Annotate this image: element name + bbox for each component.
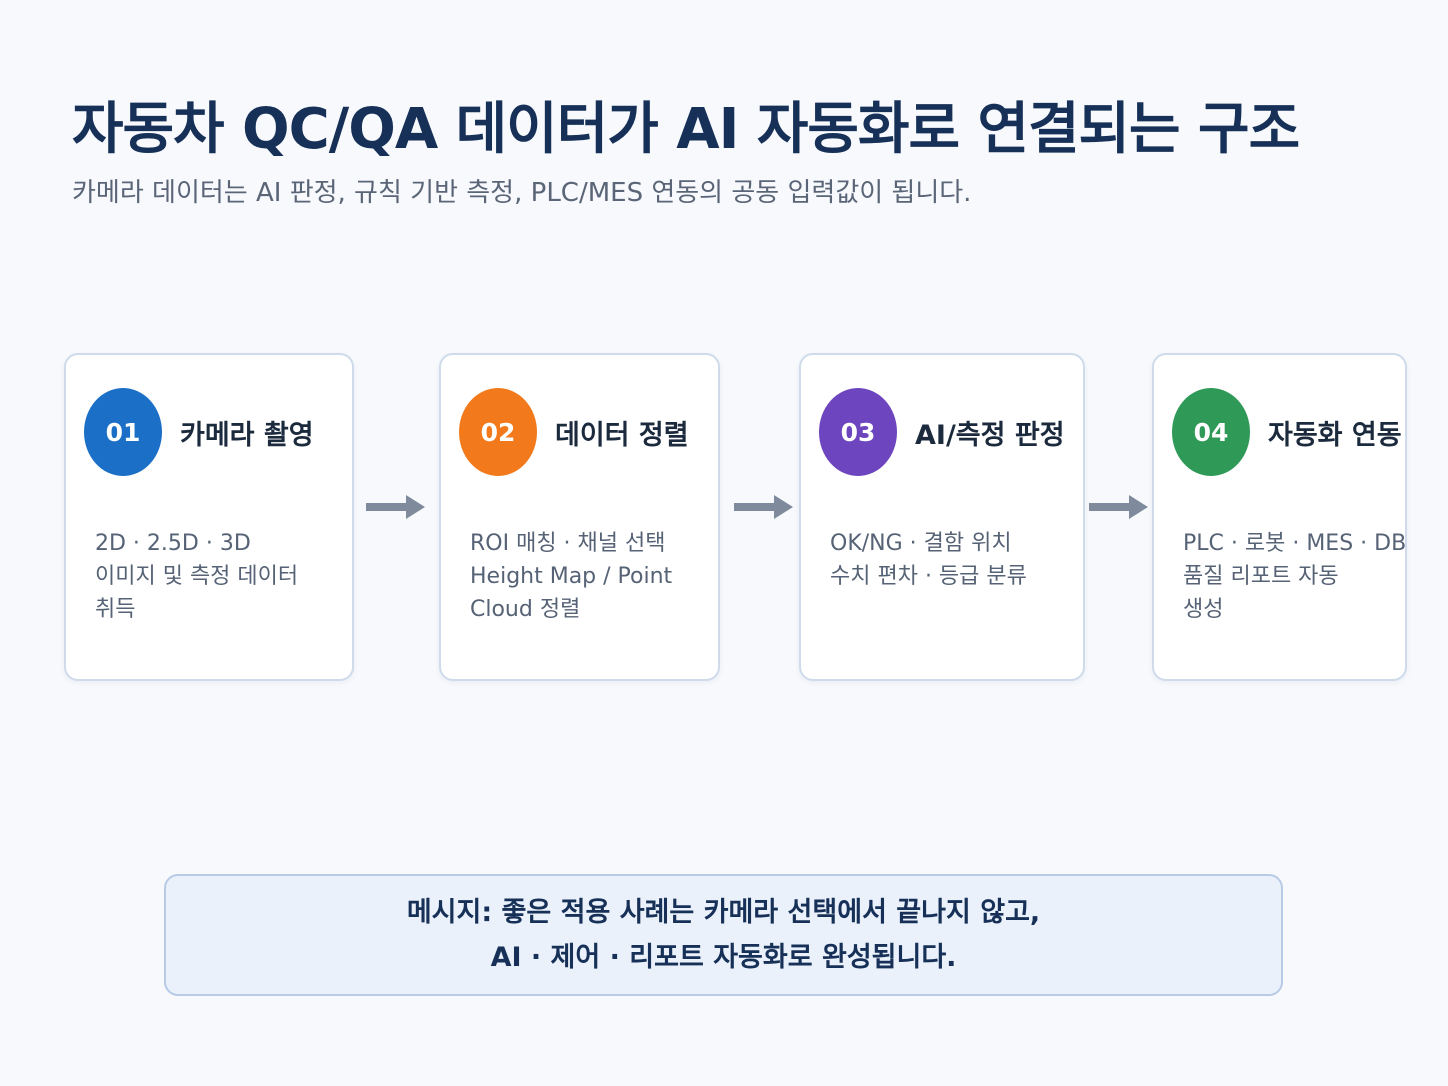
page-title: 자동차 QC/QA 데이터가 AI 자동화로 연결되는 구조 xyxy=(72,97,1300,162)
step-description-line: ROI 매칭 · 채널 선택 xyxy=(470,531,666,556)
step-title: AI/측정 판정 xyxy=(915,420,1065,451)
step-card-automation: 04 자동화 연동 PLC · 로봇 · MES · DB 품질 리포트 자동 … xyxy=(1152,353,1407,681)
step-number-badge: 04 xyxy=(1172,388,1250,476)
step-card-camera: 01 카메라 촬영 2D · 2.5D · 3D 이미지 및 측정 데이터 취득 xyxy=(64,353,354,681)
flow-arrow-icon xyxy=(366,495,425,519)
step-number-badge: 02 xyxy=(459,388,537,476)
page-subtitle: 카메라 데이터는 AI 판정, 규칙 기반 측정, PLC/MES 연동의 공동… xyxy=(72,178,972,208)
step-description-line: 취득 xyxy=(95,597,136,622)
step-card-data-alignment: 02 데이터 정렬 ROI 매칭 · 채널 선택 Height Map / Po… xyxy=(439,353,720,681)
key-message-line: 메시지: 좋은 적용 사례는 카메라 선택에서 끝나지 않고, xyxy=(406,897,1041,928)
key-message-line: AI · 제어 · 리포트 자동화로 완성됩니다. xyxy=(490,942,957,973)
step-description-line: Cloud 정렬 xyxy=(470,597,581,622)
step-card-ai-judgement: 03 AI/측정 판정 OK/NG · 결함 위치 수치 편차 · 등급 분류 xyxy=(799,353,1085,681)
step-title: 데이터 정렬 xyxy=(555,420,689,451)
step-description-line: 품질 리포트 자동 xyxy=(1183,564,1339,589)
flow-arrow-icon xyxy=(734,495,793,519)
step-description-line: PLC · 로봇 · MES · DB xyxy=(1183,531,1407,556)
step-description: 2D · 2.5D · 3D 이미지 및 측정 데이터 취득 xyxy=(95,527,298,626)
flow-arrow-icon xyxy=(1089,495,1148,519)
step-description-line: 2D · 2.5D · 3D xyxy=(95,531,251,556)
step-description: ROI 매칭 · 채널 선택 Height Map / Point Cloud … xyxy=(470,527,672,626)
step-description-line: 생성 xyxy=(1183,597,1224,622)
step-number-badge: 03 xyxy=(819,388,897,476)
step-number-badge: 01 xyxy=(84,388,162,476)
step-description-line: 이미지 및 측정 데이터 xyxy=(95,564,299,589)
step-title: 자동화 연동 xyxy=(1268,420,1402,451)
step-description: PLC · 로봇 · MES · DB 품질 리포트 자동 생성 xyxy=(1183,527,1406,626)
step-description-line: 수치 편차 · 등급 분류 xyxy=(830,564,1027,589)
step-title: 카메라 촬영 xyxy=(180,420,314,451)
step-description: OK/NG · 결함 위치 수치 편차 · 등급 분류 xyxy=(830,527,1027,593)
step-description-line: OK/NG · 결함 위치 xyxy=(830,531,1012,556)
key-message-box: 메시지: 좋은 적용 사례는 카메라 선택에서 끝나지 않고, AI · 제어 … xyxy=(164,874,1283,996)
step-description-line: Height Map / Point xyxy=(470,564,673,589)
